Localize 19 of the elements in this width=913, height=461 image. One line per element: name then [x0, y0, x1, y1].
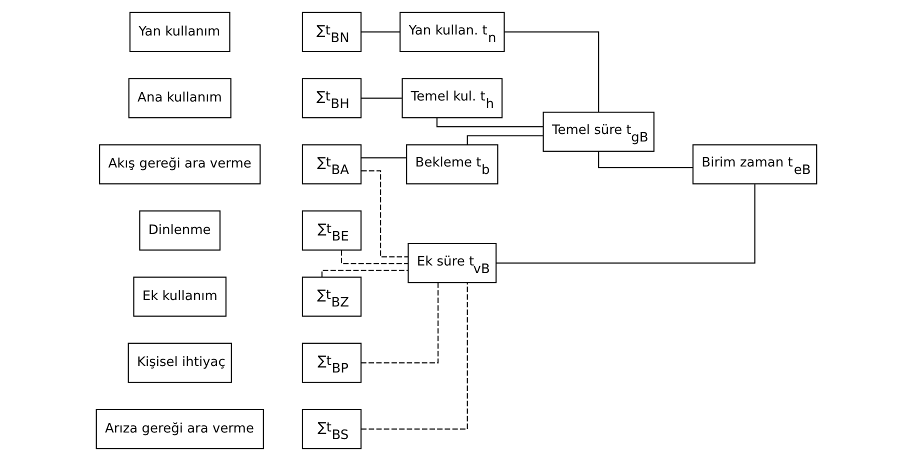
connector — [361, 282, 439, 364]
node-box: Dinlenme — [139, 210, 221, 251]
node-box: Yan kullanım — [129, 12, 230, 52]
connector — [340, 250, 408, 264]
connector — [598, 151, 693, 168]
connector — [504, 31, 600, 112]
connector — [436, 118, 543, 128]
node-box: Kişisel ihtiyaç — [128, 342, 232, 383]
connector — [496, 184, 756, 264]
connector — [361, 31, 400, 33]
node-box: Ek kullanım — [133, 276, 227, 317]
connector — [361, 282, 468, 430]
node-box: Ana kullanım — [128, 78, 232, 118]
connector — [361, 157, 407, 158]
node-box: Arıza gereği ara verme — [96, 408, 264, 450]
connector — [361, 98, 402, 99]
connector — [466, 135, 543, 145]
connector — [361, 170, 408, 258]
node-box: Akış gereği ara verme — [99, 144, 261, 184]
